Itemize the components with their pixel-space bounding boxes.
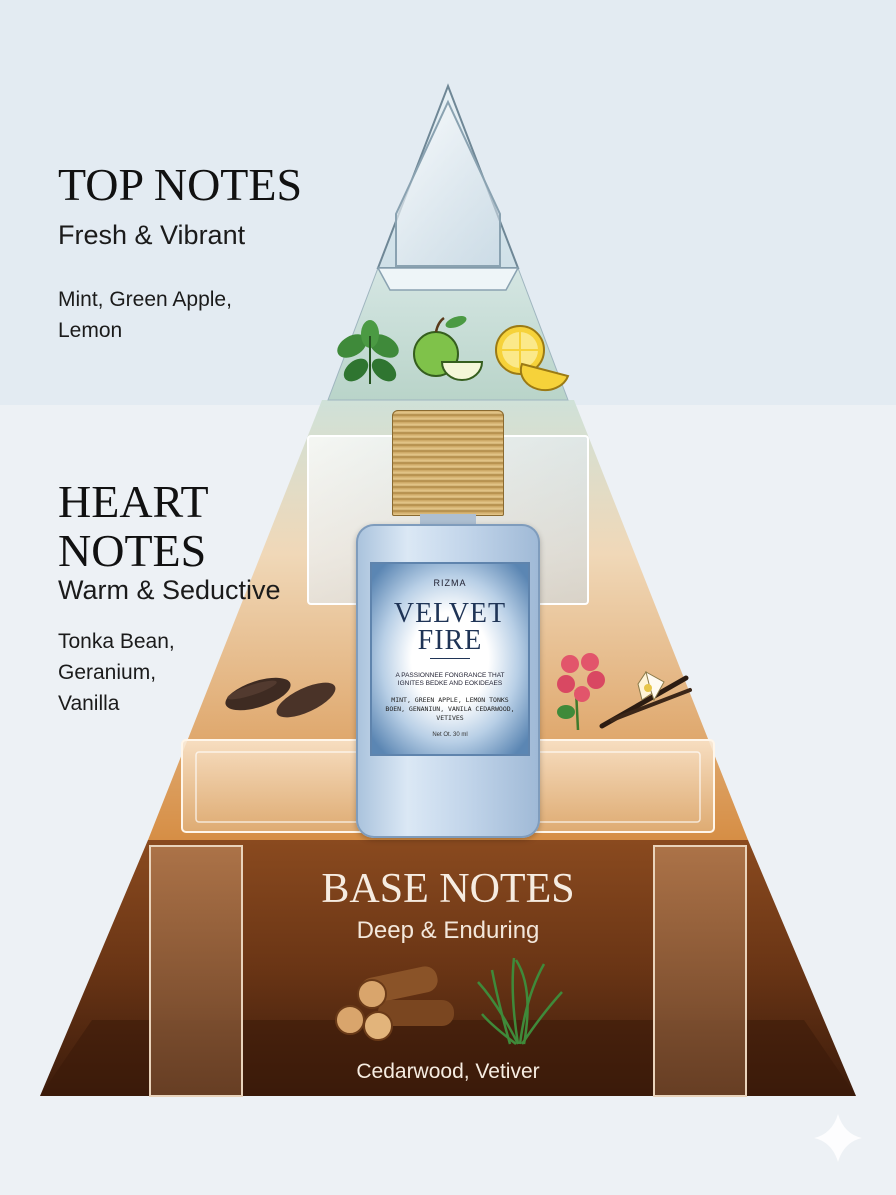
label-divider — [430, 658, 470, 659]
green-apple-icon — [413, 315, 484, 381]
geranium-icon — [557, 653, 605, 731]
cedarwood-logs-icon — [335, 966, 454, 1041]
net-volume: Net Ot. 30 ml — [432, 732, 468, 738]
bottle-cap — [392, 410, 504, 516]
top-notes-subtitle: Fresh & Vibrant — [58, 220, 246, 250]
base-floor-shadow — [40, 1020, 856, 1096]
vetiver-grass-icon — [477, 957, 563, 1045]
top-notes-list: Mint, Green Apple, Lemon — [58, 288, 232, 342]
base-glass-block-right — [653, 845, 747, 1097]
base-notes-title: BASE NOTES — [321, 866, 575, 912]
top-crystal-block — [395, 99, 501, 267]
bottle-label: RIZMA VELVET FIRE A PASSIONNEE FONGRANCE… — [370, 562, 530, 756]
product-tagline: A PASSIONNEE FONGRANCE THAT IGNITES BEDK… — [395, 672, 505, 687]
perfume-bottle: RIZMA VELVET FIRE A PASSIONNEE FONGRANCE… — [356, 410, 540, 838]
sparkle-icon — [814, 1114, 862, 1162]
heart-notes-list: Tonka Bean, Geranium, Vanilla — [58, 630, 175, 715]
heart-notes-title: HEART NOTES — [58, 476, 208, 576]
tonka-bean-icon — [225, 677, 336, 718]
vanilla-icon — [599, 670, 692, 729]
bottle-brand: RIZMA — [433, 578, 467, 588]
top-crystal-ledge — [376, 267, 520, 291]
product-ingredients: MINT, GREEN APPLE, LEMON TONKS BOEN, GEN… — [385, 696, 515, 722]
base-notes-subtitle: Deep & Enduring — [356, 917, 540, 944]
heart-notes-subtitle: Warm & Seductive — [58, 575, 281, 605]
base-notes-list: Cedarwood, Vetiver — [356, 1060, 540, 1083]
mint-icon — [337, 320, 399, 384]
base-glass-block-left — [149, 845, 243, 1097]
product-name: VELVET FIRE — [393, 598, 507, 656]
lemon-icon — [495, 325, 570, 392]
top-notes-title: TOP NOTES — [58, 159, 303, 210]
